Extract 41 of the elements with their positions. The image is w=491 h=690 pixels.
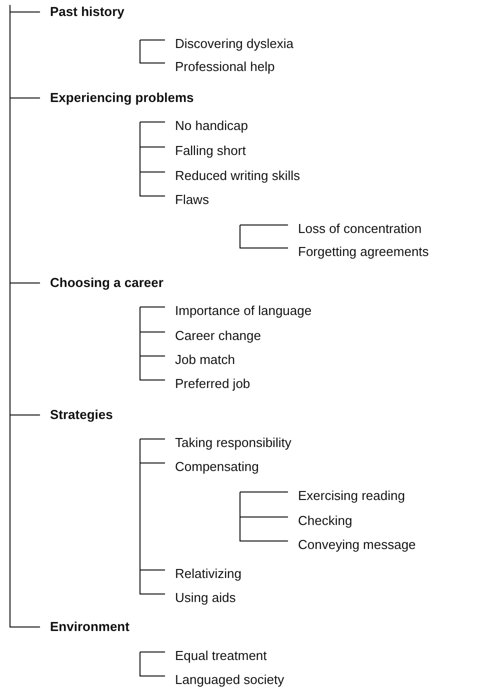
subcategory-label: Professional help bbox=[175, 59, 275, 75]
subcategory-label: Career change bbox=[175, 328, 261, 344]
subcategory-label: Compensating bbox=[175, 459, 259, 475]
tree-line bbox=[10, 282, 40, 416]
subcategory-label: Flaws bbox=[175, 192, 209, 208]
subcategory-label: Forgetting agreements bbox=[298, 244, 429, 260]
category-label: Environment bbox=[50, 619, 130, 635]
category-label: Past history bbox=[50, 4, 124, 20]
subcategory-label: No handicap bbox=[175, 118, 248, 134]
category-label: Choosing a career bbox=[50, 275, 164, 291]
subcategory-label: Discovering dyslexia bbox=[175, 36, 294, 52]
tree-line bbox=[140, 652, 166, 676]
subcategory-label: Preferred job bbox=[175, 376, 250, 392]
tree-line bbox=[240, 224, 288, 226]
subcategory-label: Exercising reading bbox=[298, 488, 405, 504]
subcategory-label: Using aids bbox=[175, 590, 236, 606]
tree-line bbox=[140, 40, 166, 64]
tree-line bbox=[140, 122, 166, 196]
tree-line bbox=[10, 12, 40, 98]
subcategory-label: Checking bbox=[298, 513, 352, 529]
category-label: Strategies bbox=[50, 407, 113, 423]
subcategory-label: Loss of concentration bbox=[298, 221, 422, 237]
subcategory-label: Importance of language bbox=[175, 303, 312, 319]
subcategory-label: Reduced writing skills bbox=[175, 168, 300, 184]
tree-line bbox=[240, 492, 288, 542]
subcategory-label: Equal treatment bbox=[175, 648, 267, 664]
category-label: Experiencing problems bbox=[50, 90, 194, 106]
tree-line bbox=[140, 438, 166, 440]
tree-line bbox=[140, 438, 166, 594]
subcategory-label: Languaged society bbox=[175, 672, 284, 688]
subcategory-label: Job match bbox=[175, 352, 235, 368]
tree-line bbox=[140, 306, 166, 308]
tree-line bbox=[10, 98, 40, 284]
subcategory-label: Conveying message bbox=[298, 537, 416, 553]
subcategory-label: Taking responsibility bbox=[175, 435, 292, 451]
subcategory-label: Falling short bbox=[175, 143, 246, 159]
tree-line bbox=[140, 306, 166, 380]
tree-line bbox=[10, 414, 40, 628]
tree-line bbox=[240, 224, 288, 248]
subcategory-label: Relativizing bbox=[175, 566, 242, 582]
tree-line bbox=[10, 4, 40, 12]
